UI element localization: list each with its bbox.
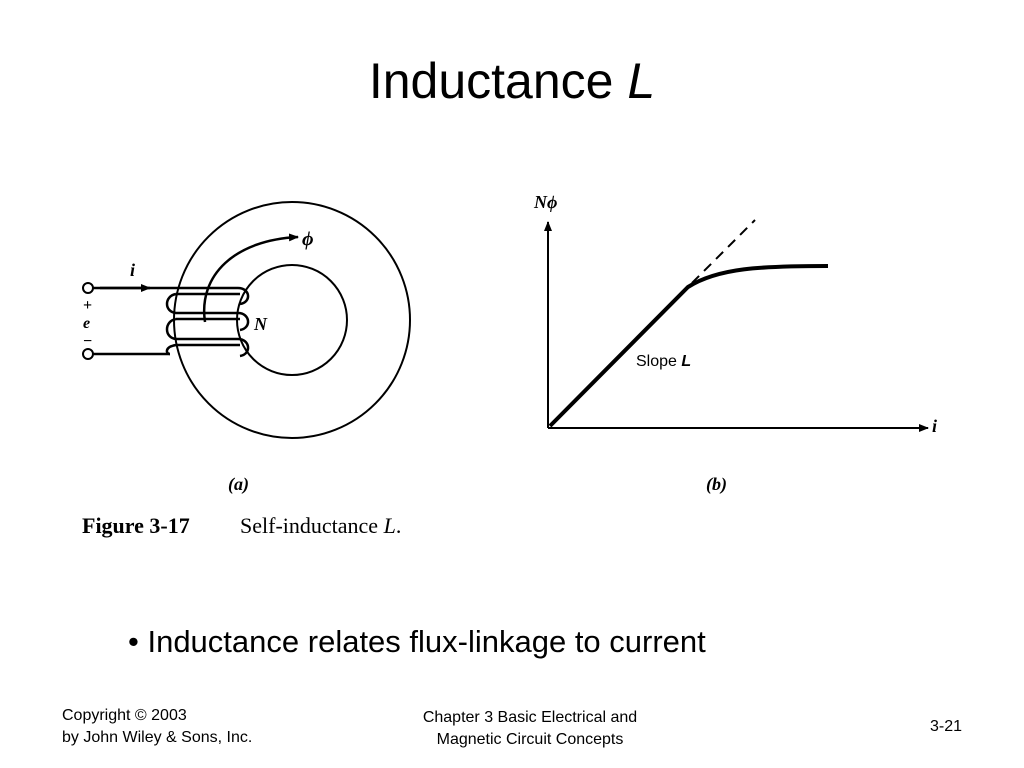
slide-title: Inductance L xyxy=(0,50,1024,112)
toroid-diagram: i ϕ N + e − (a) xyxy=(82,201,411,495)
bullet-point: • Inductance relates flux-linkage to cur… xyxy=(128,624,706,659)
page-number: 3-21 xyxy=(930,718,963,735)
linear-extension-dashed xyxy=(691,219,756,284)
terminal-bottom xyxy=(82,348,94,360)
panel-b-label: (b) xyxy=(706,474,727,495)
panel-a-label: (a) xyxy=(228,474,249,495)
title-symbol: L xyxy=(627,53,656,109)
terminal-top xyxy=(82,282,94,294)
x-axis-label: i xyxy=(932,416,937,436)
winding-coil xyxy=(165,286,250,358)
chapter-line-2: Magnetic Circuit Concepts xyxy=(436,731,624,748)
label-plus: + xyxy=(83,297,92,314)
chapter-line-1: Chapter 3 Basic Electrical and xyxy=(422,709,638,726)
y-axis-label: Nϕ xyxy=(533,192,557,212)
flux-linkage-graph: Nϕ i Slope L (b) xyxy=(533,192,937,495)
flux-arrow xyxy=(202,233,299,323)
caption-number: Figure 3-17 xyxy=(82,513,190,538)
label-current-a: i xyxy=(130,260,135,280)
copyright-line-1: Copyright © 2003 xyxy=(62,707,187,724)
footer-chapter: Chapter 3 Basic Electrical and Magnetic … xyxy=(380,707,680,751)
caption-symbol: L xyxy=(383,513,396,538)
label-minus: − xyxy=(83,333,92,350)
slope-symbol: L xyxy=(681,353,691,370)
slope-text: Slope xyxy=(636,353,681,370)
label-emf: e xyxy=(83,315,90,332)
title-text: Inductance xyxy=(368,53,628,109)
footer-copyright: Copyright © 2003 by John Wiley & Sons, I… xyxy=(62,705,252,749)
caption-text: Self-inductance xyxy=(240,513,384,538)
label-turns: N xyxy=(253,314,268,334)
magnetization-curve xyxy=(548,264,829,428)
slope-label: Slope L xyxy=(636,353,691,370)
copyright-line-2: by John Wiley & Sons, Inc. xyxy=(62,729,253,746)
label-flux: ϕ xyxy=(302,228,314,250)
caption-period: . xyxy=(396,513,402,538)
figure-caption: Figure 3-17 Self-inductance L. xyxy=(82,513,401,538)
